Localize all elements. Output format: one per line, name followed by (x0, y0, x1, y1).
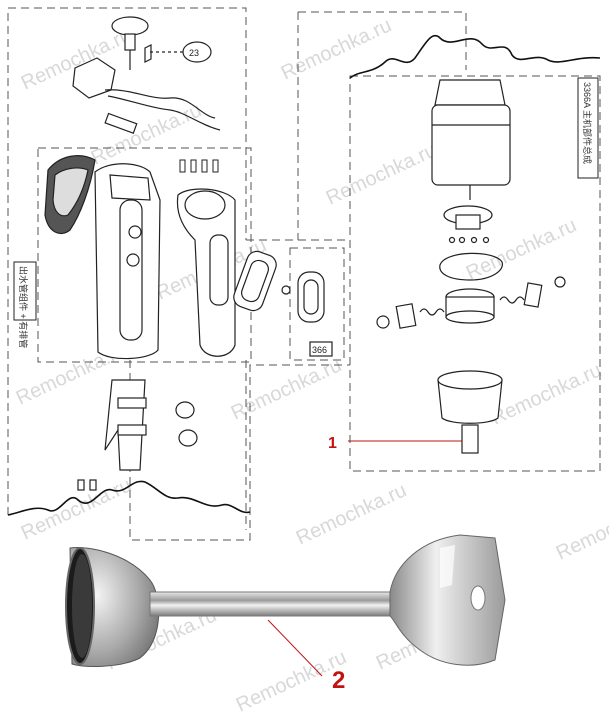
small-box (309, 341, 333, 357)
front-cover-shell (176, 188, 236, 357)
plug-cap (111, 16, 149, 36)
inner-frame (77, 379, 198, 491)
handle-button-hole (126, 253, 140, 267)
blender-shaft (65, 534, 506, 667)
drive-coupler (461, 424, 479, 454)
motor-assembly (376, 79, 566, 454)
handle-inner-frame (109, 174, 151, 201)
watermark: Remochka.ru (488, 359, 605, 429)
motor-group-frame (349, 75, 601, 472)
cable-clamp (144, 44, 152, 63)
screws (179, 159, 219, 173)
frame-lines (7, 7, 601, 541)
frame-bracket (117, 397, 147, 409)
side-label-left-box (13, 261, 37, 321)
watermark: Remochka.ru (553, 494, 609, 564)
lower-left-frame (129, 360, 350, 541)
callout-2-leader (267, 619, 323, 677)
contact-right (523, 282, 543, 308)
watermark: Remochka.ru (323, 139, 440, 209)
small-part (89, 479, 97, 491)
cover-slot (209, 234, 229, 306)
frame-bracket (117, 424, 147, 436)
switch-parts: 366 (233, 250, 333, 357)
knob (178, 429, 198, 447)
handle-rubber-grip-hl (52, 167, 89, 217)
cover-top-ring (184, 190, 226, 220)
motor-body (431, 104, 511, 186)
spring-right (499, 296, 525, 304)
mid-frame (298, 11, 467, 70)
watermark: Remochka.ru (278, 14, 395, 84)
callouts: 1 2 (267, 435, 462, 694)
retaining-ring (439, 252, 503, 281)
spring-left (419, 308, 445, 316)
small-box-label: 366 (312, 345, 327, 355)
side-label-right: 3366A 主机部件总成 (582, 82, 593, 164)
watermark: Remochka.ru (18, 474, 135, 544)
watermark: Remochka.ru (293, 479, 410, 549)
bottom-break-line (7, 480, 251, 516)
callout-1: 1 (328, 435, 337, 452)
side-label-right-box (577, 77, 599, 179)
switch-group-frame (289, 247, 345, 361)
break-lines (7, 34, 601, 516)
motor-top (434, 79, 506, 106)
handle-housing (44, 155, 161, 360)
handle-button-hole (128, 225, 142, 239)
shaft-tube (149, 591, 401, 617)
side-labels: 出水管组件 + 有排管 3366A 主机部件总成 (13, 77, 599, 348)
shaft-head (389, 534, 506, 666)
side-label-left: 出水管组件 + 有排管 (18, 266, 29, 348)
contact-left (395, 303, 417, 329)
handle-slot (119, 199, 143, 341)
top-break-line (349, 34, 601, 79)
small-part (77, 479, 85, 491)
front-cover (176, 188, 236, 357)
watermark: Remochka.ru (88, 99, 205, 169)
callout-2: 2 (332, 667, 345, 694)
motor-coupling (455, 214, 481, 230)
switch-button-inner (303, 279, 319, 315)
cord-tag-label: 23 (189, 48, 199, 58)
knob (175, 401, 195, 419)
pin-right (554, 276, 566, 288)
left-frame (7, 7, 247, 515)
plug-and-cord: 23 (72, 16, 221, 134)
shaft-head-window (470, 585, 486, 611)
switch-spring (281, 285, 291, 295)
pin-left (376, 315, 390, 329)
power-cord (104, 89, 221, 131)
cord-strain-relief (104, 112, 138, 134)
switch-plate-inner (241, 259, 269, 303)
plug-stem (124, 33, 136, 51)
